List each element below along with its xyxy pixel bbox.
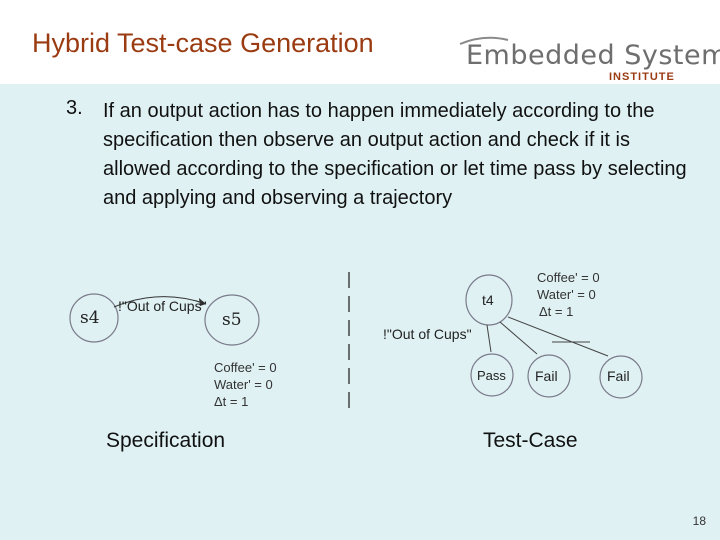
spec-trajectory-line-2: Water' = 0 [214,377,273,392]
testcase-fail-label-2: Fail [607,368,630,384]
testcase-edge-pass [486,324,492,353]
testcase-fail-node-2 [599,355,643,399]
state-s4-label: s4 [80,308,100,328]
testcase-pass-label: Pass [477,368,506,383]
testcase-trajectory-line-2: Water' = 0 [537,287,596,302]
title-bar [0,0,720,84]
testcase-trajectory-line-3: Δt = 1 [539,304,574,319]
testcase-t4-node [465,274,513,326]
spec-trajectory-line-1: Coffee' = 0 [214,360,277,375]
testcase-output-label: !"Out of Cups" [383,326,472,342]
testcase-trajectory-line-1: Coffee' = 0 [537,270,600,285]
specification-caption: Specification [106,429,226,452]
spec-trajectory-line-3: Δt = 1 [214,394,249,409]
testcase-caption: Test-Case [483,429,578,452]
testcase-t4-label: t4 [482,292,494,308]
logo-swoosh-icon [459,36,509,45]
testcase-fail-node-1 [527,354,571,398]
testcase-pass-node [470,353,514,397]
list-item-number: 3. [66,97,83,119]
slide-number: 18 [692,514,706,528]
state-s4-node [69,293,119,343]
testcase-fail-label-1: Fail [535,368,558,384]
list-item-text: If an output action has to happen immedi… [103,100,687,209]
testcase-edge-fail-1 [499,321,538,355]
testcase-edge-fail-2 [507,316,609,357]
state-s5-label: s5 [222,310,242,330]
spec-transition-label: !"Out of Cups" [118,298,207,314]
state-s5-node [204,294,260,346]
spec-transition-arrowhead [199,298,206,306]
spec-transition-arrow [113,296,207,308]
logo-institute: INSTITUTE [609,71,675,83]
logo-embedded-systems: Embedded Systems [466,40,720,71]
slide-content-area [0,84,720,540]
slide-title: Hybrid Test-case Generation [32,28,374,58]
